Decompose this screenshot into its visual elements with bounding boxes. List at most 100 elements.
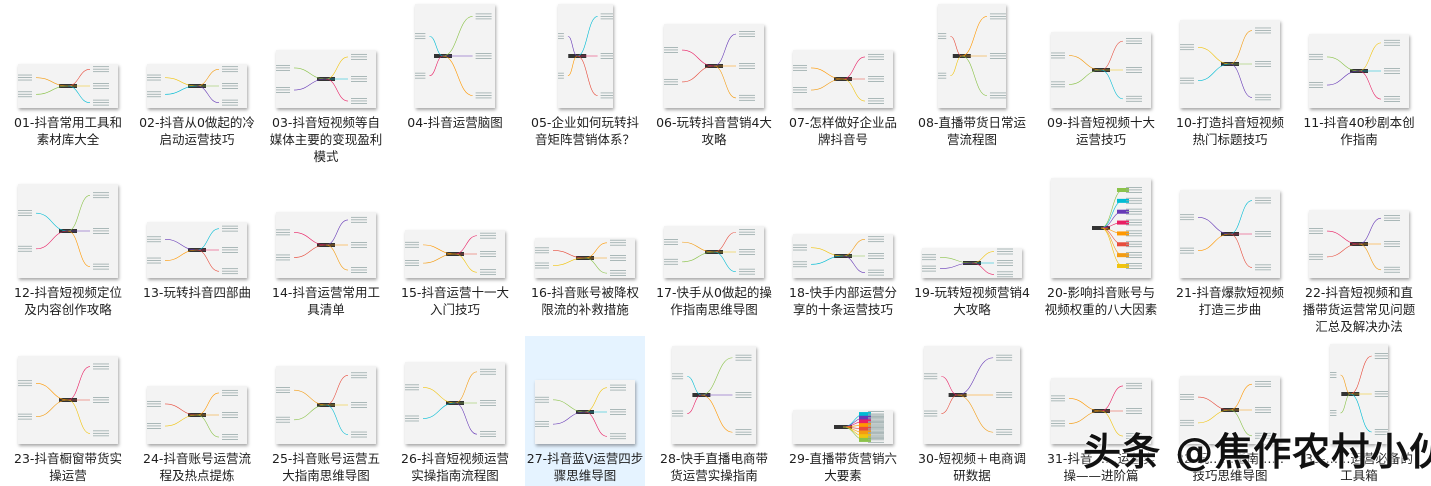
file-item[interactable]: 13-玩转抖音四部曲 xyxy=(137,170,257,340)
file-item[interactable]: 33-……运营必备的工具箱 xyxy=(1299,336,1419,486)
thumbnail-container xyxy=(137,170,257,278)
file-item[interactable]: 21-抖音爆款短视频打造三步曲 xyxy=(1170,170,1290,340)
thumbnail-container xyxy=(1041,170,1161,278)
file-item[interactable]: 09-抖音短视频十大运营技巧 xyxy=(1041,0,1161,170)
mindmap-thumbnail-icon xyxy=(1309,34,1409,108)
file-item[interactable]: 02-抖音从0做起的冷启动运营技巧 xyxy=(137,0,257,170)
thumbnail-container xyxy=(8,336,128,444)
file-item[interactable]: 32-玩……指南……技巧思维导图 xyxy=(1170,336,1290,486)
file-item[interactable]: 08-直播带货日常运营流程图 xyxy=(912,0,1032,170)
file-name-label: 11-抖音40秒剧本创作指南 xyxy=(1303,115,1415,147)
file-item[interactable]: 31-抖音……运营实操——进阶篇 xyxy=(1041,336,1161,486)
thumbnail-container xyxy=(1299,0,1419,108)
mindmap-thumbnail-icon xyxy=(147,64,247,108)
thumbnail-container xyxy=(8,170,128,278)
file-item[interactable]: 03-抖音短视频等自媒体主要的变现盈利模式 xyxy=(266,0,386,170)
file-item[interactable]: 24-抖音账号运营流程及热点提炼 xyxy=(137,336,257,486)
file-name-label: 28-快手直播电商带货运营实操指南 xyxy=(660,451,768,483)
mindmap-thumbnail-icon xyxy=(276,212,376,278)
file-item[interactable]: 16-抖音账号被降权限流的补救措施 xyxy=(525,170,645,340)
file-name-label: 21-抖音爆款短视频打造三步曲 xyxy=(1176,285,1284,317)
file-item[interactable]: 17-快手从0做起的操作指南思维导图 xyxy=(654,170,774,340)
mindmap-thumbnail-icon xyxy=(535,238,635,278)
thumbnail-container xyxy=(912,336,1032,444)
file-name-label: 25-抖音账号运营五大指南思维导图 xyxy=(272,451,380,483)
mindmap-thumbnail-icon xyxy=(924,346,1020,444)
mindmap-thumbnail-icon xyxy=(18,356,118,444)
thumbnail-container xyxy=(1170,336,1290,444)
thumbnail-container xyxy=(395,336,515,444)
file-name-label: 29-直播带货营销六大要素 xyxy=(789,451,897,483)
file-name-label: 15-抖音运营十一大入门技巧 xyxy=(401,285,509,317)
file-name-label: 27-抖音蓝V运营四步骤思维导图 xyxy=(526,451,644,483)
file-name-label: 17-快手从0做起的操作指南思维导图 xyxy=(656,285,772,317)
mindmap-thumbnail-icon xyxy=(793,410,893,444)
thumbnail-container xyxy=(525,0,645,108)
thumbnail-container xyxy=(783,170,903,278)
mindmap-thumbnail-icon xyxy=(557,4,613,108)
file-name-label: 07-怎样做好企业品牌抖音号 xyxy=(789,115,897,147)
file-item[interactable]: 04-抖音运营脑图 xyxy=(395,0,515,170)
thumbnail-container xyxy=(8,0,128,108)
file-name-label: 08-直播带货日常运营流程图 xyxy=(918,115,1026,147)
mindmap-thumbnail-icon xyxy=(664,226,764,278)
thumbnail-container xyxy=(783,336,903,444)
file-item[interactable]: 28-快手直播电商带货运营实操指南 xyxy=(654,336,774,486)
thumbnail-container xyxy=(1170,170,1290,278)
file-name-label: 10-打造抖音短视频热门标题技巧 xyxy=(1176,115,1284,147)
file-item[interactable]: 14-抖音运营常用工具清单 xyxy=(266,170,386,340)
file-name-label: 14-抖音运营常用工具清单 xyxy=(272,285,380,317)
file-item[interactable]: 01-抖音常用工具和素材库大全 xyxy=(8,0,128,170)
file-item[interactable]: 15-抖音运营十一大入门技巧 xyxy=(395,170,515,340)
file-item[interactable]: 07-怎样做好企业品牌抖音号 xyxy=(783,0,903,170)
mindmap-thumbnail-icon xyxy=(1330,344,1388,444)
thumbnail-container xyxy=(266,336,386,444)
file-item[interactable]: 18-快手内部运营分享的十条运营技巧 xyxy=(783,170,903,340)
file-item[interactable]: 06-玩转抖音营销4大攻略 xyxy=(654,0,774,170)
thumbnail-container xyxy=(783,0,903,108)
file-item[interactable]: 20-影响抖音账号与视频权重的八大因素 xyxy=(1041,170,1161,340)
thumbnail-container xyxy=(137,0,257,108)
file-name-label: 06-玩转抖音营销4大攻略 xyxy=(656,115,772,147)
mindmap-thumbnail-icon xyxy=(276,50,376,108)
thumbnail-container xyxy=(1170,0,1290,108)
mindmap-thumbnail-icon xyxy=(1051,178,1151,278)
file-name-label: 22-抖音短视频和直播带货运营常见问题汇总及解决办法 xyxy=(1302,285,1416,334)
mindmap-thumbnail-icon xyxy=(664,24,764,108)
file-name-label: 12-抖音短视频定位及内容创作攻略 xyxy=(14,285,122,317)
file-item[interactable]: 12-抖音短视频定位及内容创作攻略 xyxy=(8,170,128,340)
file-item[interactable]: 23-抖音橱窗带货实操运营 xyxy=(8,336,128,486)
file-item[interactable]: 26-抖音短视频运营实操指南流程图 xyxy=(395,336,515,486)
thumbnail-container xyxy=(525,170,645,278)
file-name-label: 18-快手内部运营分享的十条运营技巧 xyxy=(789,285,897,317)
mindmap-thumbnail-icon xyxy=(415,4,495,108)
file-item[interactable]: 05-企业如何玩转抖音矩阵营销体系？ xyxy=(525,0,645,170)
file-item[interactable]: 29-直播带货营销六大要素 xyxy=(783,336,903,486)
mindmap-thumbnail-icon xyxy=(276,366,376,444)
file-item[interactable]: 30-短视频＋电商调研数据 xyxy=(912,336,1032,486)
mindmap-thumbnail-icon xyxy=(793,234,893,278)
mindmap-thumbnail-icon xyxy=(147,222,247,278)
file-item[interactable]: 22-抖音短视频和直播带货运营常见问题汇总及解决办法 xyxy=(1299,170,1419,340)
thumbnail-container xyxy=(525,336,645,444)
mindmap-thumbnail-icon xyxy=(147,386,247,444)
file-name-label: 26-抖音短视频运营实操指南流程图 xyxy=(401,451,509,483)
file-item[interactable]: 10-打造抖音短视频热门标题技巧 xyxy=(1170,0,1290,170)
thumbnail-container xyxy=(1299,170,1419,278)
file-name-label: 23-抖音橱窗带货实操运营 xyxy=(14,451,122,483)
thumbnail-container xyxy=(1041,336,1161,444)
file-item[interactable]: 27-抖音蓝V运营四步骤思维导图 xyxy=(525,336,645,486)
file-item[interactable]: 25-抖音账号运营五大指南思维导图 xyxy=(266,336,386,486)
mindmap-thumbnail-icon xyxy=(405,362,505,444)
file-item[interactable]: 19-玩转短视频营销4大攻略 xyxy=(912,170,1032,340)
file-name-label: 04-抖音运营脑图 xyxy=(407,115,503,130)
mindmap-thumbnail-icon xyxy=(672,346,756,444)
thumbnail-container xyxy=(266,170,386,278)
file-name-label: 16-抖音账号被降权限流的补救措施 xyxy=(531,285,639,317)
mindmap-thumbnail-icon xyxy=(938,4,1006,108)
thumbnail-container xyxy=(912,0,1032,108)
mindmap-thumbnail-icon xyxy=(922,248,1022,278)
file-item[interactable]: 11-抖音40秒剧本创作指南 xyxy=(1299,0,1419,170)
thumbnail-container xyxy=(1041,0,1161,108)
